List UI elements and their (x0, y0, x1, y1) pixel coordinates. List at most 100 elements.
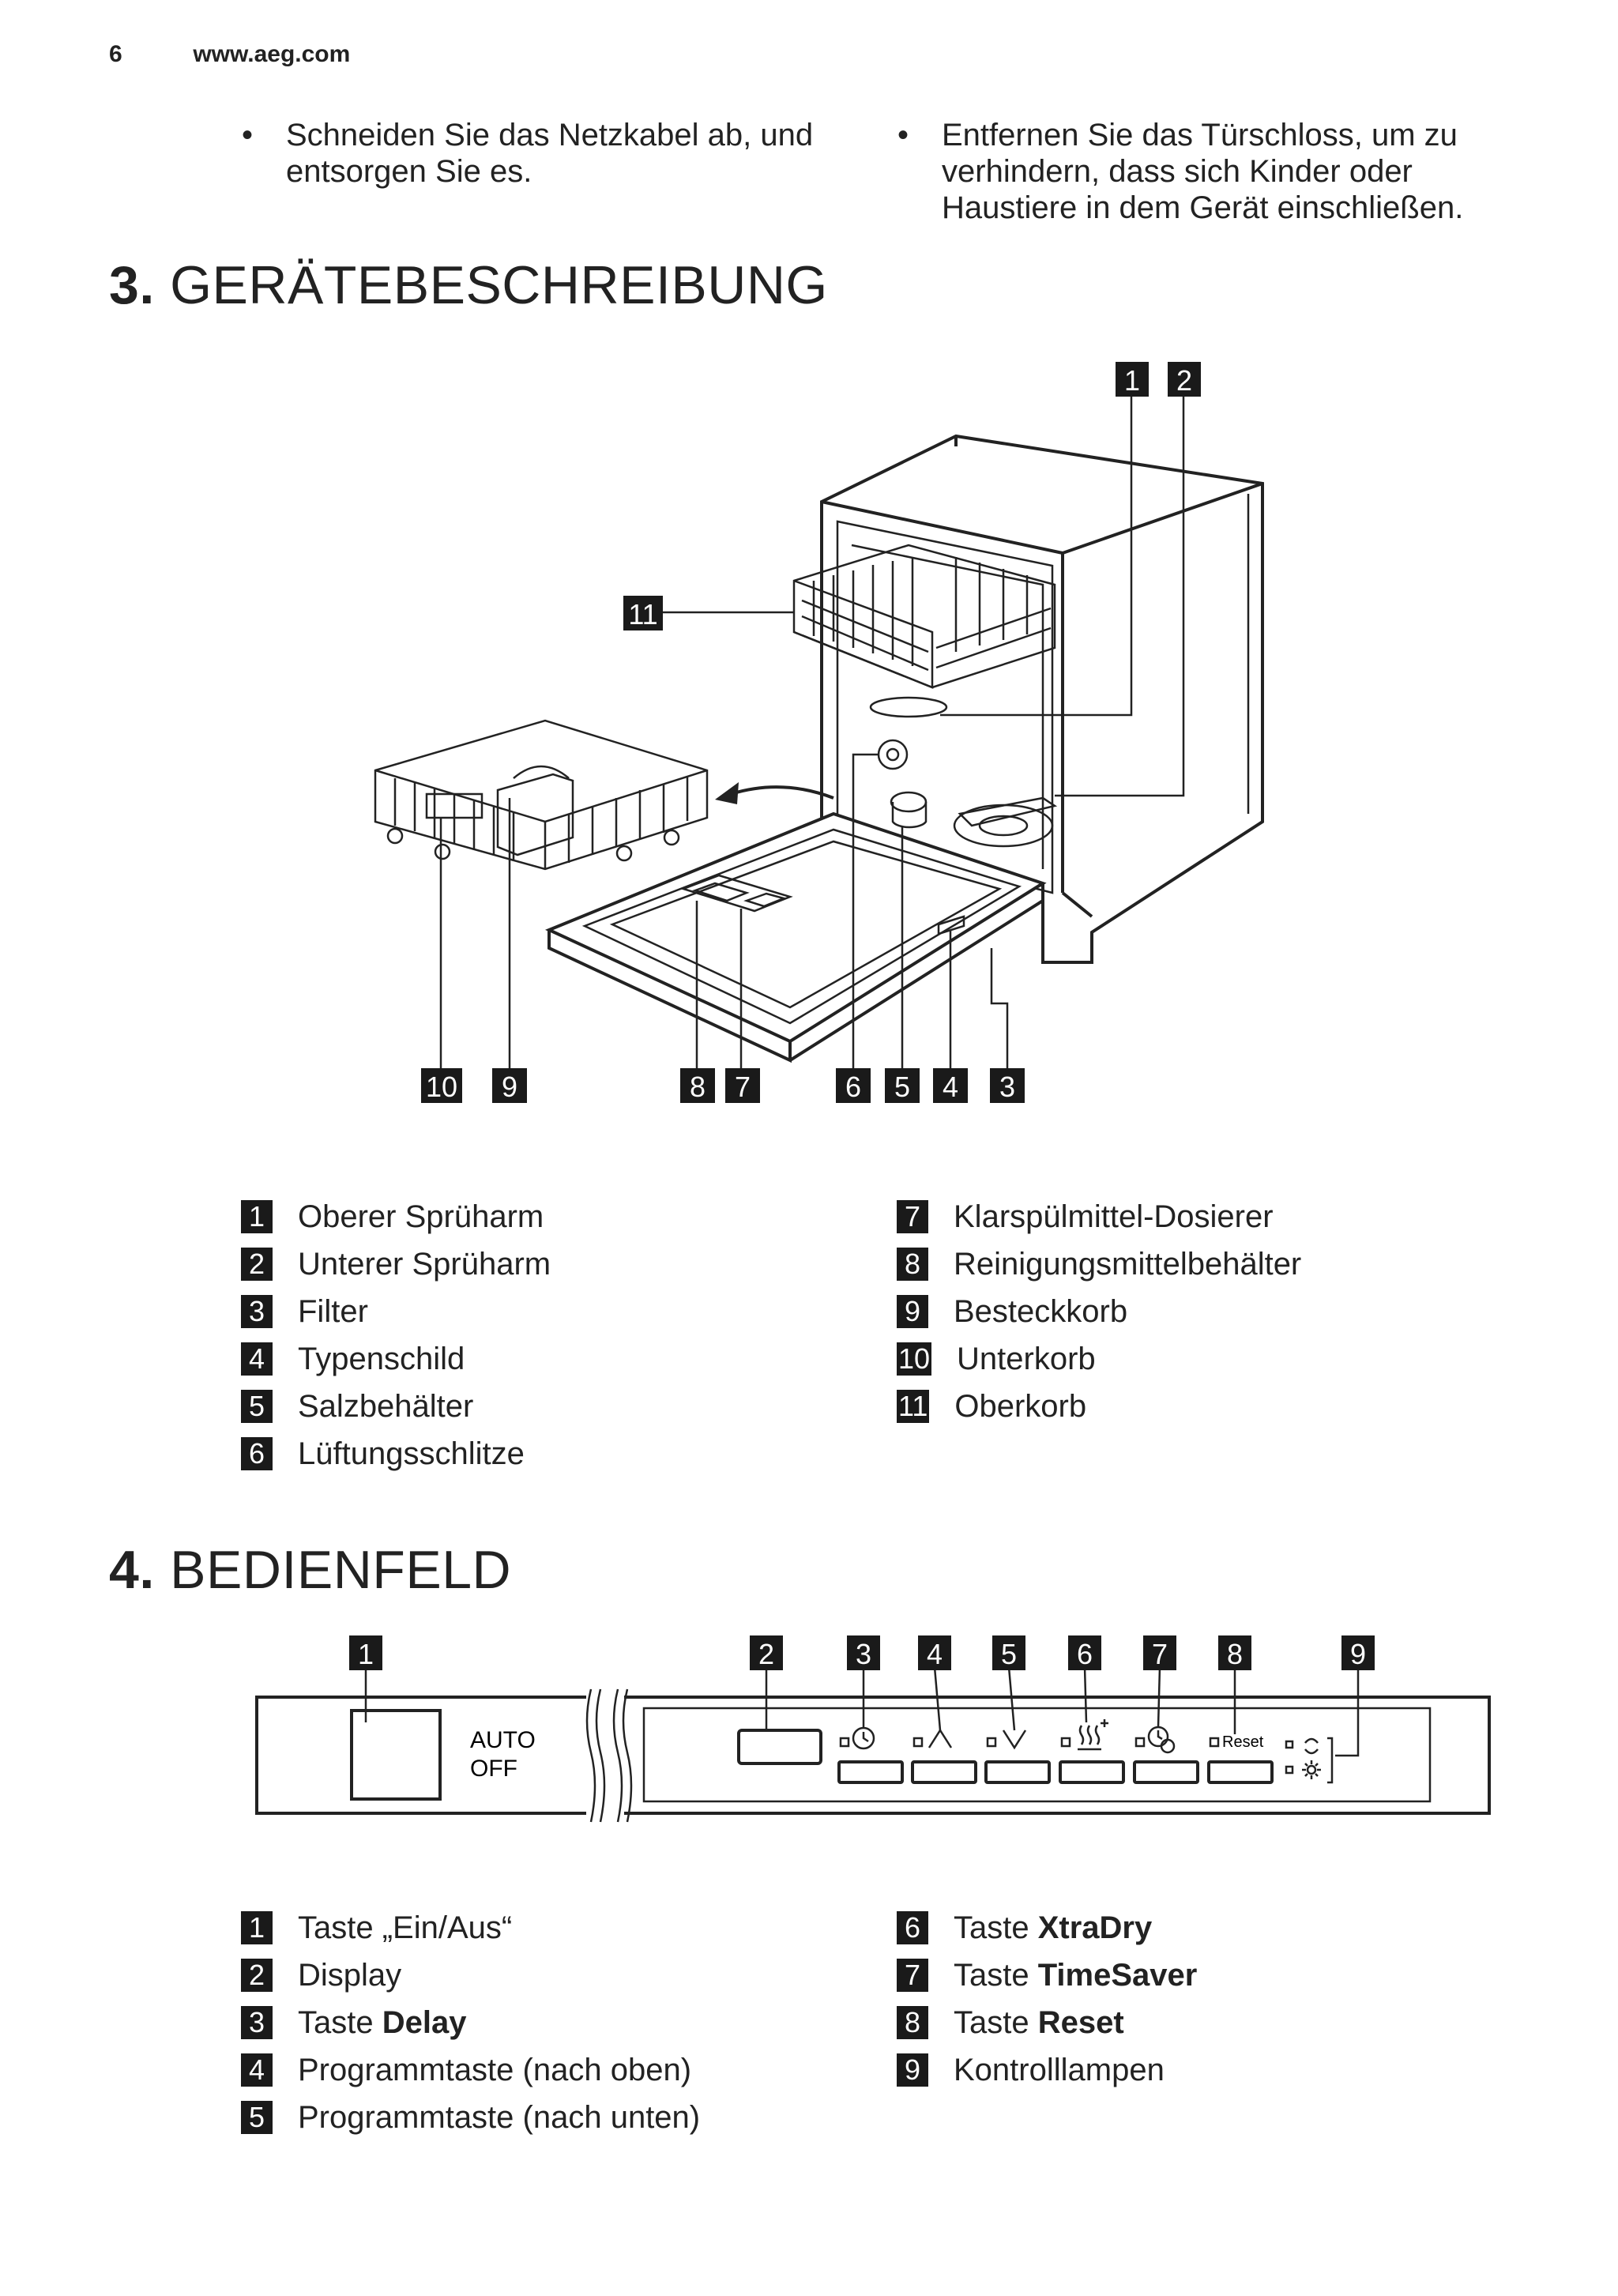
upper-spray-arm (869, 696, 948, 718)
label-badge: 10 (421, 1068, 462, 1103)
legend-label: Taste (954, 1957, 1038, 1993)
section-number: 4. (109, 1540, 155, 1600)
legend-badge: 11 (897, 1390, 930, 1423)
leader-lines (364, 1666, 1360, 1757)
label-badge: 3 (990, 1068, 1025, 1103)
section-title: BEDIENFELD (170, 1540, 512, 1600)
legend-badge: 3 (241, 1295, 273, 1328)
label-text: 6 (1077, 1638, 1093, 1670)
legend-badge: 7 (897, 1959, 928, 1992)
label-text: 4 (943, 1071, 958, 1103)
cutlery-basket (496, 773, 574, 856)
rinse-aid-indicator-icon (1304, 1737, 1319, 1755)
label-text: 6 (845, 1071, 861, 1103)
legend-item: 3 Filter (241, 1288, 551, 1335)
legend-badge: 2 (241, 1248, 273, 1281)
label-badge: 6 (836, 1068, 871, 1103)
label-badge: 1 (349, 1635, 382, 1670)
label-text: 8 (1227, 1638, 1243, 1670)
bullet-dot: • (897, 118, 909, 152)
diagram-labels: 1 2 11 10 9 8 7 6 5 4 3 (421, 362, 1201, 1103)
label-text: 1 (358, 1638, 374, 1670)
legend-badge: 9 (897, 2053, 928, 2087)
label-text: 1 (1124, 364, 1140, 397)
site-url[interactable]: www.aeg.com (193, 41, 351, 67)
page-header: 6 www.aeg.com (109, 41, 350, 68)
legend-badge: 10 (897, 1342, 932, 1376)
legend-label-bold: Reset (1037, 2004, 1124, 2040)
label-text: 3 (856, 1638, 871, 1670)
label-badge: 2 (1168, 362, 1201, 397)
legend-badge: 5 (241, 1390, 273, 1423)
display (737, 1729, 822, 1765)
timesaver-icon (1147, 1726, 1176, 1754)
legend-label: Reinigungsmittelbehälter (954, 1246, 1302, 1282)
legend-badge: 2 (241, 1959, 273, 1992)
on-off-button (350, 1709, 442, 1801)
label-text: 8 (690, 1071, 706, 1103)
label-text: 4 (927, 1638, 943, 1670)
bullet-line: verhindern, dass sich Kinder oder (942, 154, 1413, 189)
label-badge: 4 (933, 1068, 968, 1103)
upper-basket (792, 544, 1056, 689)
legend-badge: 6 (897, 1911, 928, 1944)
control-panel (255, 1688, 1491, 1823)
label-badge: 5 (885, 1068, 920, 1103)
label-badge: 2 (750, 1635, 783, 1670)
legend-label: Display (298, 1957, 402, 1993)
legend-item: 8 Taste Reset (897, 1999, 1197, 2046)
legend-label: Typenschild (298, 1341, 465, 1376)
label-badge: 7 (1143, 1635, 1176, 1670)
legend-label-bold: XtraDry (1037, 1910, 1153, 1945)
legend-label-bold: TimeSaver (1037, 1957, 1198, 1993)
label-badge: 11 (623, 596, 663, 630)
auto-label: AUTO (470, 1727, 536, 1753)
legend-label: Taste (954, 2004, 1038, 2040)
label-text: 3 (999, 1071, 1015, 1103)
reset-label: Reset (1222, 1733, 1264, 1751)
slide-arrow (730, 785, 834, 800)
legend-label: Filter (298, 1293, 368, 1329)
page-number: 6 (109, 41, 122, 67)
legend-label: Programmtaste (nach unten) (298, 2099, 701, 2135)
legend-label: Oberer Sprüharm (298, 1199, 544, 1234)
xtradry-icon (1078, 1719, 1108, 1751)
label-badge: 5 (992, 1635, 1025, 1670)
label-badge: 4 (918, 1635, 951, 1670)
legend-label-bold: Delay (382, 2004, 467, 2040)
legend-label: Unterkorb (957, 1341, 1096, 1376)
label-badge: 7 (725, 1068, 760, 1103)
label-text: 2 (1176, 364, 1192, 397)
legend-label: Besteckkorb (954, 1293, 1128, 1329)
legend-badge: 8 (897, 2006, 928, 2039)
legend-label: Lüftungsschlitze (298, 1436, 525, 1471)
label-text: 5 (894, 1071, 910, 1103)
label-badge: 9 (492, 1068, 527, 1103)
label-text: 10 (426, 1071, 457, 1103)
open-door (544, 811, 1047, 1063)
panel-buttons (837, 1760, 1274, 1784)
leader-lines (439, 395, 1185, 1075)
section-title: GERÄTEBESCHREIBUNG (170, 255, 828, 315)
legend-label: Unterer Sprüharm (298, 1246, 551, 1282)
legend-badge: 7 (897, 1200, 928, 1233)
label-text: 7 (735, 1071, 751, 1103)
legend-label: Taste „Ein/Aus“ (298, 1910, 513, 1945)
label-text: 11 (628, 598, 657, 630)
legend-item: 8 Reinigungsmittelbehälter (897, 1240, 1301, 1288)
panel-symbols: Reset (839, 1719, 1334, 1784)
bullet-right: • Entfernen Sie das Türschloss, um zu ve… (893, 117, 1525, 226)
lower-spray-arm (953, 796, 1058, 848)
legend-badge: 8 (897, 1248, 928, 1281)
legend-label: Salzbehälter (298, 1388, 474, 1424)
